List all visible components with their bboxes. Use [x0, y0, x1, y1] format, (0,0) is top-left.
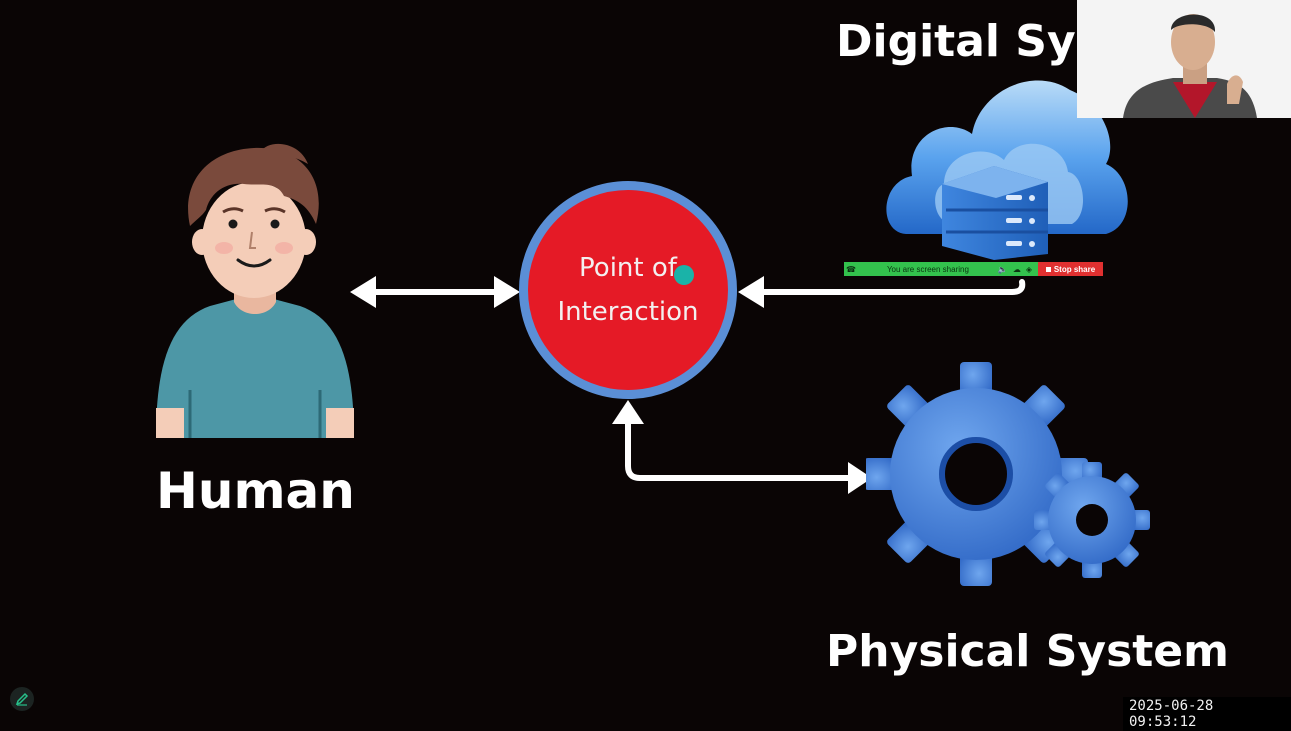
digital-system-label: Digital Syst: [836, 16, 1123, 67]
center-line-2: Interaction: [557, 297, 699, 327]
stop-share-label: Stop share: [1053, 264, 1096, 274]
center-line-1: Point of: [579, 253, 677, 283]
gears-icon: [866, 362, 1150, 586]
stop-icon: [1045, 266, 1051, 272]
stop-share-button[interactable]: Stop share: [1038, 262, 1103, 276]
share-status-area: ☎ You are screen sharing 🔈 ☁ ◈: [844, 262, 1038, 276]
pen-icon[interactable]: [10, 687, 34, 711]
webcam-video[interactable]: [1077, 0, 1291, 118]
digital-poi-arrow: [738, 276, 1026, 308]
arrows-layer: [350, 276, 1026, 494]
phone-icon[interactable]: ☎: [846, 264, 856, 274]
human-poi-arrow: [350, 276, 520, 308]
point-of-interaction-circle: Point of Interaction: [519, 181, 737, 399]
pointer-dot: [674, 265, 694, 285]
human-label: Human: [156, 462, 355, 520]
cloud-server-icon: [886, 80, 1128, 260]
share-status-text: You are screen sharing: [886, 264, 969, 274]
pen-glyph: [15, 692, 29, 706]
shield-icon[interactable]: ◈: [1025, 264, 1032, 274]
server-stack: [942, 166, 1048, 260]
large-gear: [866, 362, 1088, 586]
screen-share-bar: ☎ You are screen sharing 🔈 ☁ ◈ Stop shar…: [844, 262, 1103, 276]
speaker-icon[interactable]: 🔈: [997, 264, 1008, 274]
physical-system-label: Physical System: [826, 626, 1229, 677]
physical-poi-arrow: [612, 400, 872, 494]
timestamp-overlay: 2025-06-28 09:53:12: [1123, 697, 1291, 731]
cloud-icon[interactable]: ☁: [1012, 264, 1021, 274]
human-illustration: [156, 143, 354, 438]
small-gear: [1034, 462, 1150, 578]
presenter-video: [1077, 0, 1291, 118]
